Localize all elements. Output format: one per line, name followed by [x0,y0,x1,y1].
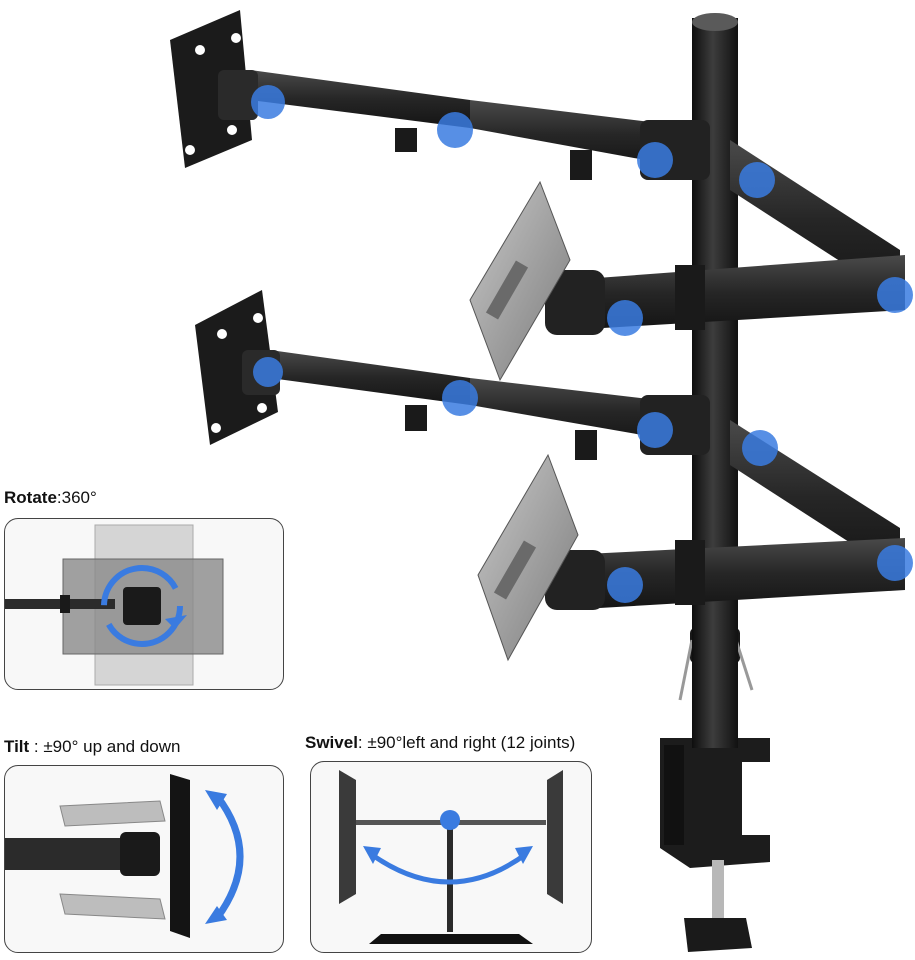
lower-right-vesa-plate [477,453,579,662]
tilt-value: : ±90° up and down [29,737,181,756]
horizontal-curved-arrow-icon [363,846,533,885]
upper-right-vesa-plate [469,180,571,382]
joint-highlights [251,85,913,603]
tilt-demo-panel [4,765,284,953]
joint-dot [607,300,643,336]
joint-dot [251,85,285,119]
swivel-label: Swivel [305,733,358,752]
swivel-caption: Swivel: ±90°left and right (12 joints) [305,733,575,753]
joint-dot [637,412,673,448]
tilt-label: Tilt [4,737,30,756]
rotate-value: :360° [56,488,97,507]
joint-dot [637,142,673,178]
joint-dot [739,162,775,198]
joint-dot [607,567,643,603]
tilt-caption: Tilt : ±90° up and down [4,737,180,757]
desk-clamp [660,628,770,952]
joint-dot [742,430,778,466]
joint-dot [442,380,478,416]
joint-dot [877,545,913,581]
swivel-demo-panel [310,761,592,953]
joint-dot [877,277,913,313]
rotate-caption: Rotate:360° [4,488,97,508]
joint-dot [253,357,283,387]
rotate-demo-panel [4,518,284,690]
circular-arrow-icon [101,565,187,647]
rotate-label: Rotate [4,488,57,507]
swivel-value: : ±90°left and right (12 joints) [357,733,576,752]
joint-dot [437,112,473,148]
top-left-vesa-plate [170,10,258,168]
curved-arrow-icon [205,790,244,924]
